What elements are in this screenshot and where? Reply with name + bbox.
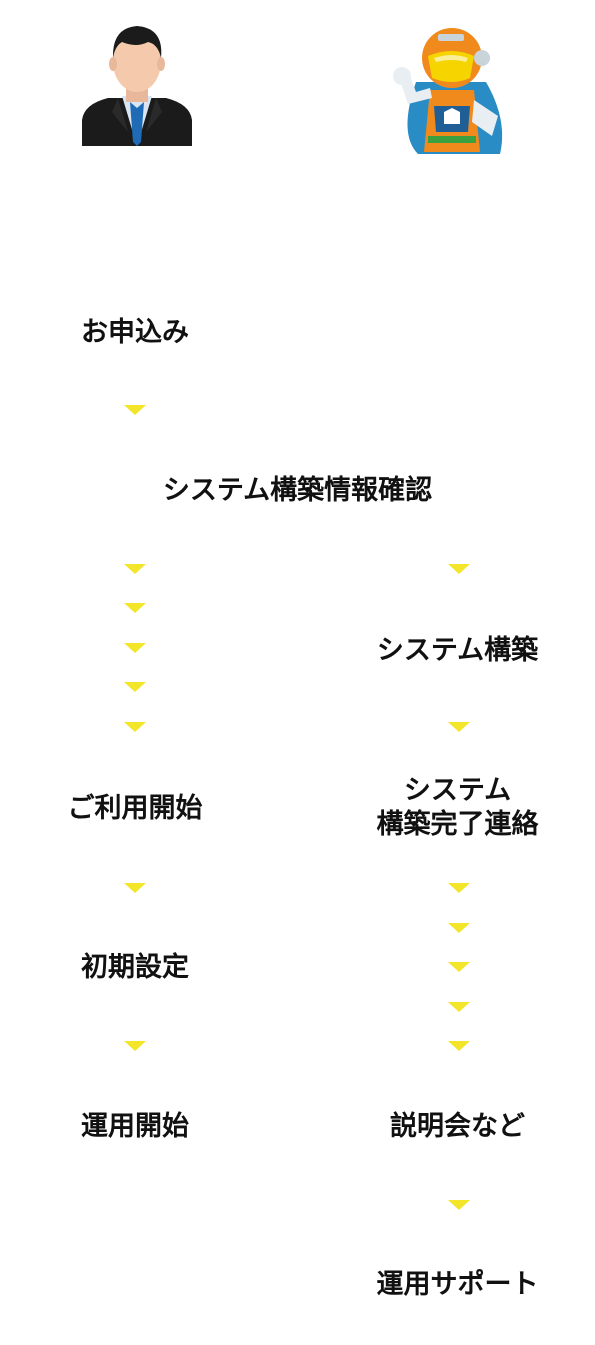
flow-arrow — [124, 1041, 146, 1051]
step-system-build-info-confirmation: システム構築情報確認 — [162, 475, 433, 506]
flow-arrow — [448, 962, 470, 972]
flow-arrow — [448, 923, 470, 933]
flow-arrow — [124, 883, 146, 893]
flow-arrow — [124, 564, 146, 574]
step-operation-start: 運用開始 — [81, 1111, 189, 1142]
step-start-use: ご利用開始 — [67, 793, 203, 824]
flow-arrow — [448, 1200, 470, 1210]
step-build-complete-notice-line1: システム — [403, 775, 512, 806]
step-initial-setup: 初期設定 — [81, 952, 189, 983]
flow-arrow — [124, 643, 146, 653]
step-application: お申込み — [81, 317, 189, 348]
flow-arrow — [124, 603, 146, 613]
step-briefing: 説明会など — [390, 1111, 525, 1142]
flow-arrow — [124, 722, 146, 732]
robot-mascot-icon — [393, 28, 503, 154]
step-build-complete-notice-line2: 構築完了連絡 — [376, 809, 539, 840]
step-system-build: システム構築 — [376, 635, 539, 666]
flow-arrow — [124, 405, 146, 415]
businessman-icon — [82, 26, 192, 146]
flow-arrow — [448, 1002, 470, 1012]
flow-arrow — [448, 883, 470, 893]
flow-arrow — [448, 564, 470, 574]
flow-arrow — [448, 1041, 470, 1051]
flow-arrow — [448, 722, 470, 732]
step-operation-support: 運用サポート — [376, 1269, 539, 1300]
flow-arrow — [124, 682, 146, 692]
step-build-complete-notice: システム 構築完了連絡 — [320, 774, 595, 842]
